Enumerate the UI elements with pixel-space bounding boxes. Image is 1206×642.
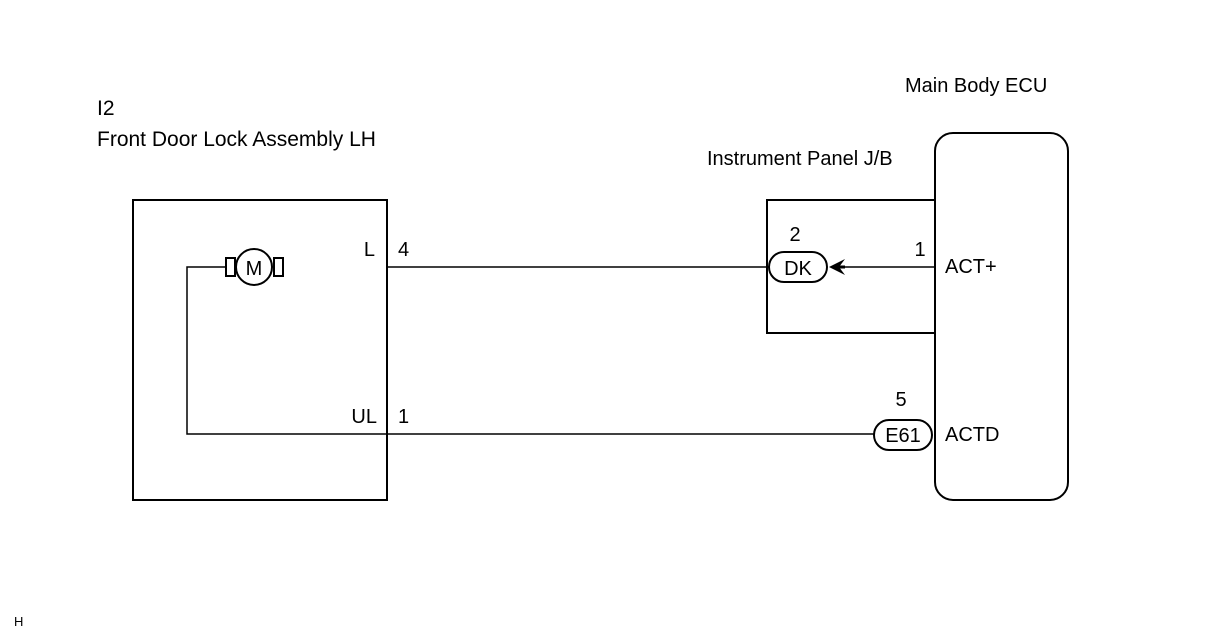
motor-icon: M [225,248,284,286]
e61-connector-code: E61 [885,425,921,447]
ecu-pin-actd-number: 5 [895,389,906,411]
ecu-pin-act-plus-number: 1 [914,239,925,261]
diagram-code: H [14,614,23,629]
ecu-name: Main Body ECU [905,75,1047,97]
dk-connector-code: DK [784,258,812,280]
motor-symbol: M [246,258,263,280]
ecu-box [934,132,1069,501]
door-lock-code: I2 [97,97,115,120]
door-lock-pin-ul-number: 1 [398,406,409,428]
ecu-pin-actd-label: ACTD [945,424,999,446]
door-lock-pin-l-label: L [364,239,375,261]
ecu-pin-act-plus-label: ACT+ [945,256,997,278]
door-lock-pin-l-number: 4 [398,239,409,261]
door-lock-name: Front Door Lock Assembly LH [97,128,376,151]
dk-connector-pin: 2 [789,224,800,246]
door-lock-box [132,199,388,501]
door-lock-internal-wire [186,266,387,435]
terminal-arrow-icon [829,259,845,275]
junction-block-name: Instrument Panel J/B [707,148,893,170]
e61-connector: E61 [873,419,933,451]
dk-connector: DK [768,251,828,283]
door-lock-pin-ul-label: UL [351,406,377,428]
